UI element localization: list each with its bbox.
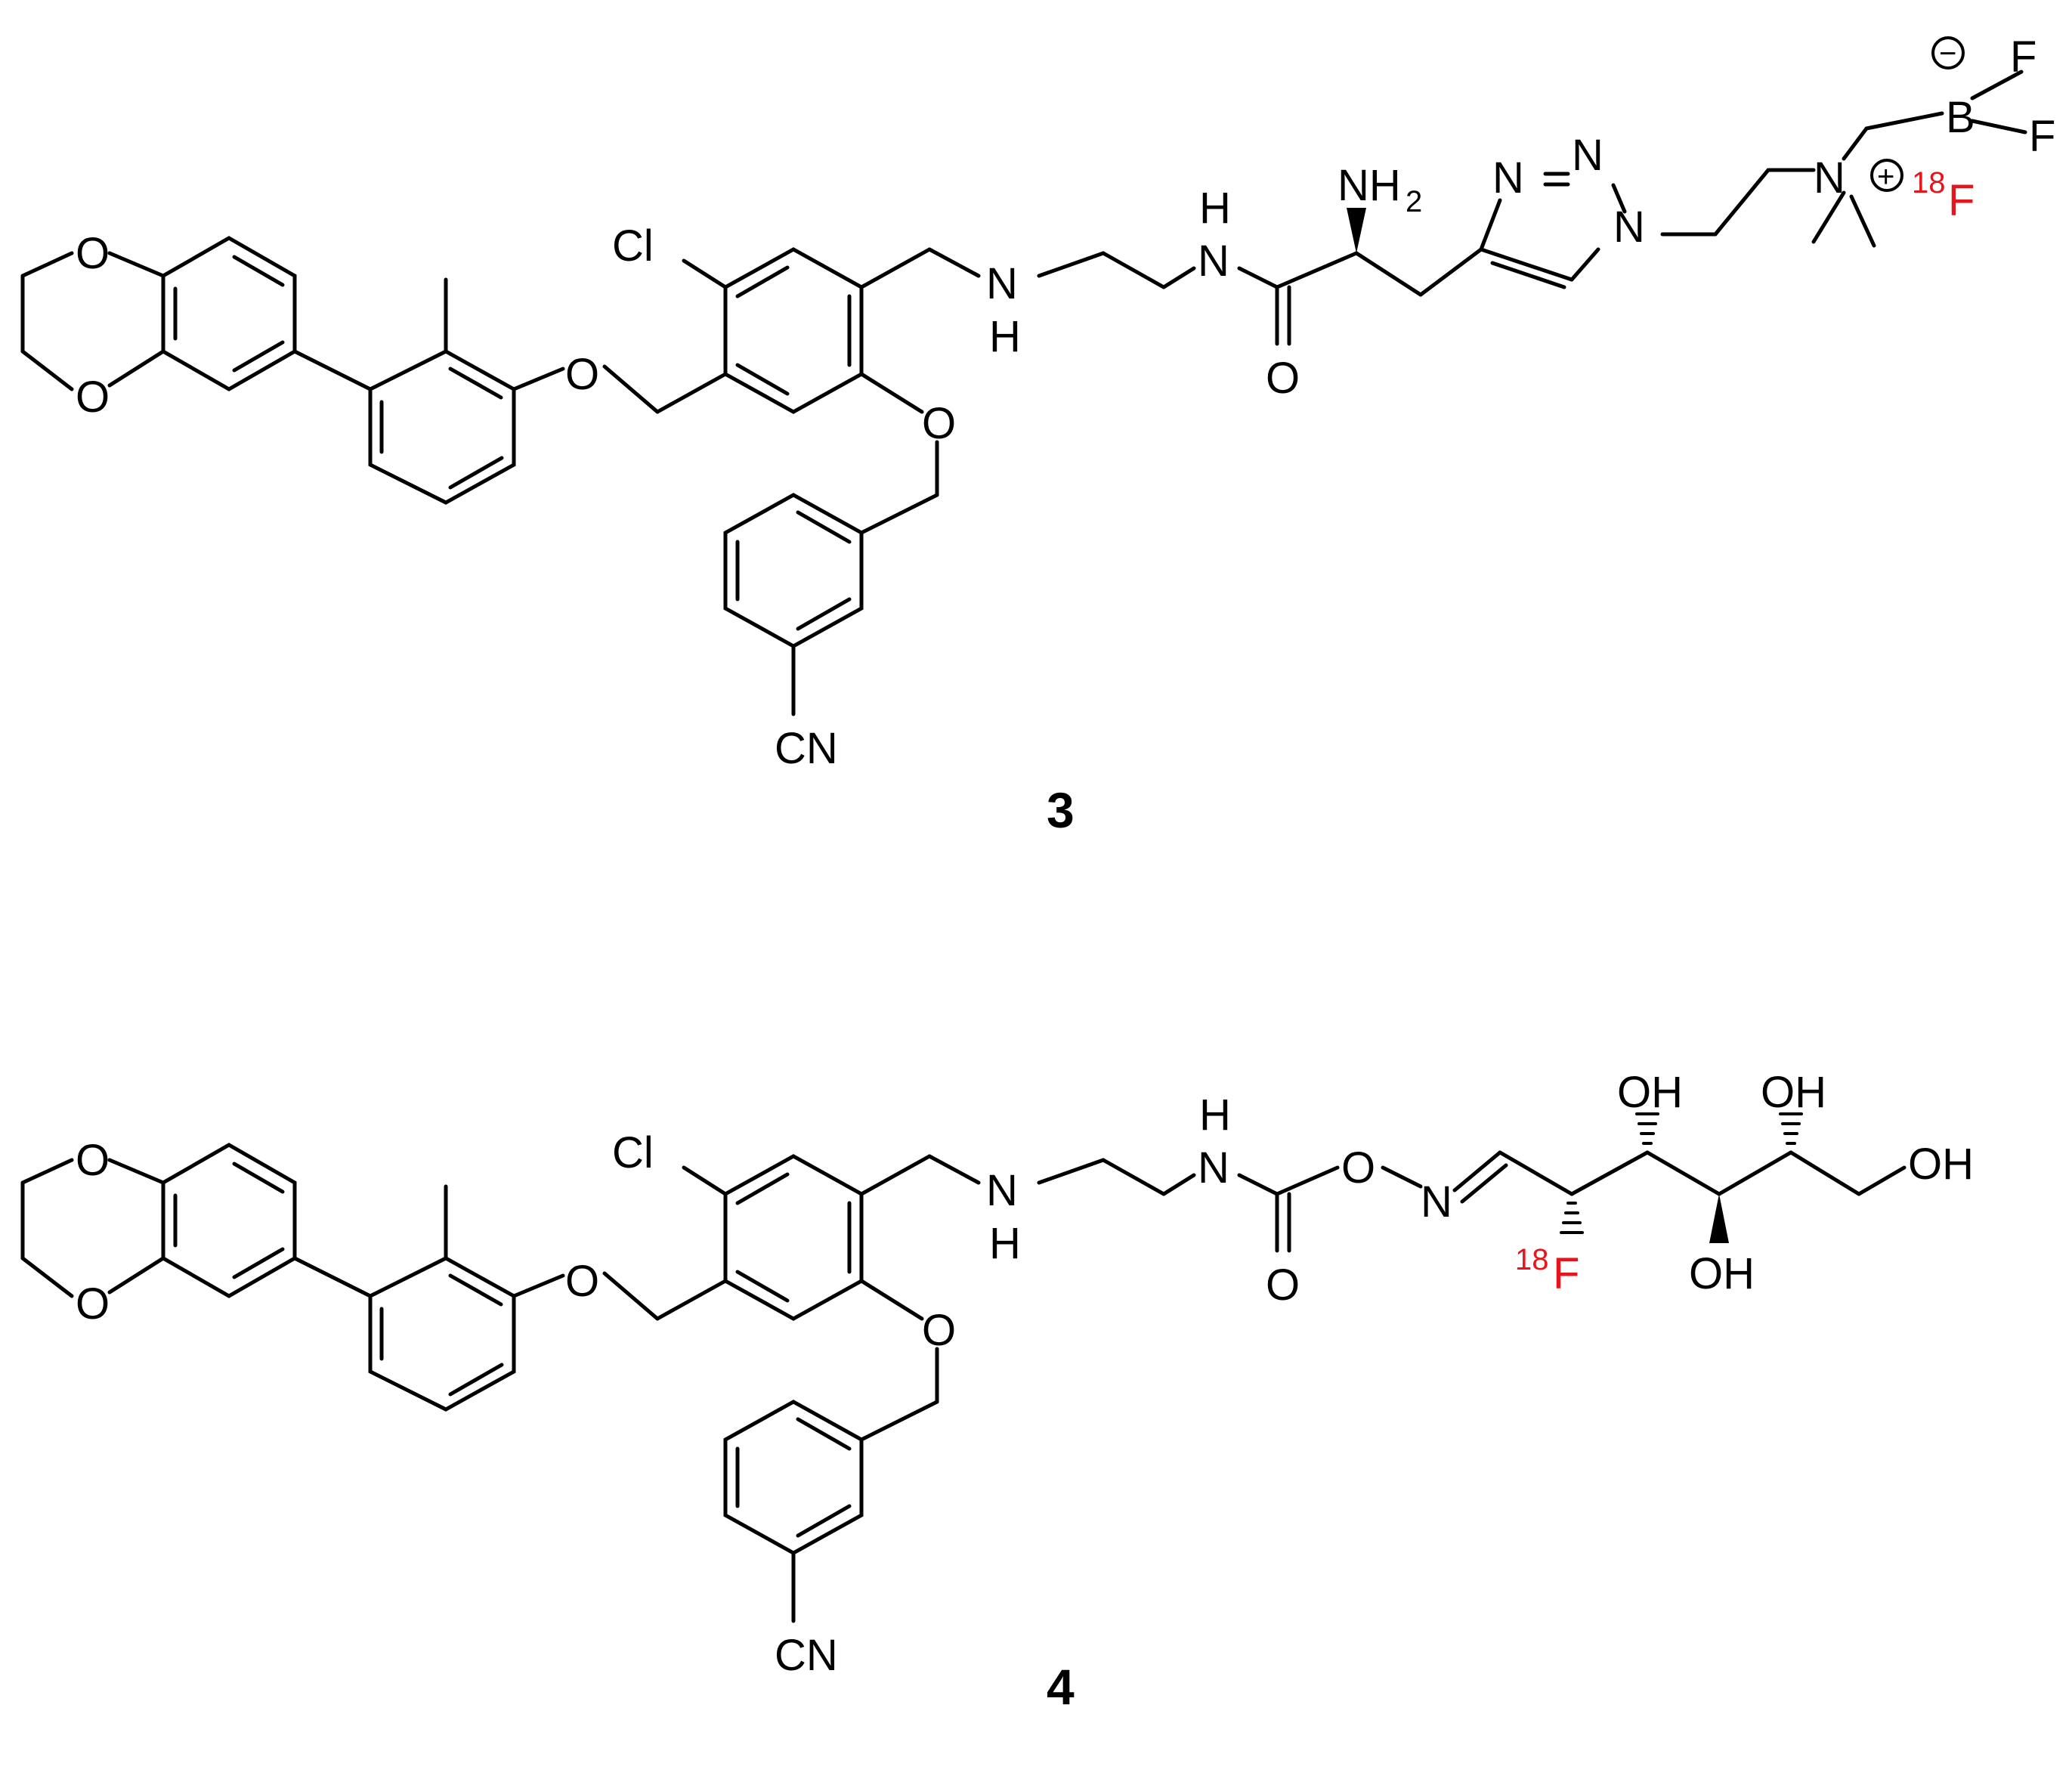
svg-text:+: +: [1877, 160, 1894, 193]
c4-nitrile: CN: [775, 1631, 838, 1680]
c4-carbamate-n: N: [1198, 1143, 1229, 1193]
c4-oxime-n: N: [1421, 1177, 1452, 1227]
c4-hydroxyl-2: OH: [1689, 1249, 1755, 1298]
c4-ether-o: O: [565, 1257, 599, 1306]
c3-carbonyl-o: O: [1266, 354, 1300, 403]
c3-benzyl-o: O: [922, 399, 956, 448]
compound-4-number: 4: [1047, 1659, 1075, 1715]
compound-4-bonds: [20, 1112, 1907, 1623]
c4-hydroxyl-1: OH: [1617, 1068, 1683, 1117]
c4-benzyl-o: O: [922, 1306, 956, 1355]
compound-3: O O O Cl N H O CN H N O NH 2 N N N N + B…: [20, 32, 2055, 838]
c3-ammonium-n: N: [1814, 153, 1845, 203]
compound-3-number: 3: [1047, 782, 1075, 838]
c4-dioxane-o-bottom: O: [76, 1279, 110, 1329]
c4-dioxane-o-top: O: [76, 1136, 110, 1185]
c3-amine-n: N: [986, 259, 1018, 308]
c3-triazole-n2: N: [1572, 131, 1603, 180]
c3-amide-h: H: [1199, 184, 1231, 233]
c3-chlorine: Cl: [612, 221, 654, 271]
compound-3-atoms: O O O Cl N H O CN H N O NH 2 N N N N + B…: [76, 32, 2055, 838]
c3-isotope-mass: 18: [1912, 166, 1946, 200]
c4-carbonyl-o: O: [1266, 1261, 1300, 1310]
c4-amine-h: H: [989, 1219, 1021, 1268]
c4-isotope-mass: 18: [1515, 1243, 1549, 1276]
c3-fluorine-18: F: [1948, 176, 1975, 225]
svg-text:−: −: [1939, 37, 1956, 70]
c3-amide-n: N: [1198, 237, 1229, 286]
compound-3-bonds: [20, 70, 2027, 716]
c4-amine-n: N: [986, 1166, 1018, 1215]
c3-amino: NH: [1338, 161, 1401, 210]
c4-carbamate-o: O: [1341, 1143, 1375, 1193]
c3-boron: B: [1946, 93, 1975, 142]
c4-hydroxyl-4: OH: [1908, 1140, 1974, 1189]
compound-4-atoms: O O O Cl N H O CN H N O O N 18 F OH OH O…: [76, 1068, 1974, 1715]
c3-amine-h: H: [989, 312, 1021, 361]
c3-triazole-n1: N: [1613, 203, 1645, 252]
c4-carbamate-h: H: [1199, 1090, 1231, 1140]
c3-fluorine-right: F: [2029, 112, 2055, 161]
c3-amino-subscript: 2: [1406, 185, 1422, 218]
c4-fluorine-18: F: [1553, 1249, 1579, 1298]
c4-hydroxyl-3: OH: [1761, 1068, 1826, 1117]
c3-ether-o: O: [565, 350, 599, 399]
c3-dioxane-o-bottom: O: [76, 373, 110, 422]
c3-triazole-n3: N: [1492, 153, 1524, 203]
compound-4: O O O Cl N H O CN H N O O N 18 F OH OH O…: [20, 1068, 1974, 1715]
c3-nitrile: CN: [775, 724, 838, 773]
c3-plus-charge: +: [1870, 159, 1903, 193]
c3-minus-charge: −: [1931, 36, 1965, 70]
c3-fluorine-top: F: [2010, 32, 2036, 82]
c4-chlorine: Cl: [612, 1128, 654, 1177]
c3-dioxane-o-top: O: [76, 229, 110, 278]
